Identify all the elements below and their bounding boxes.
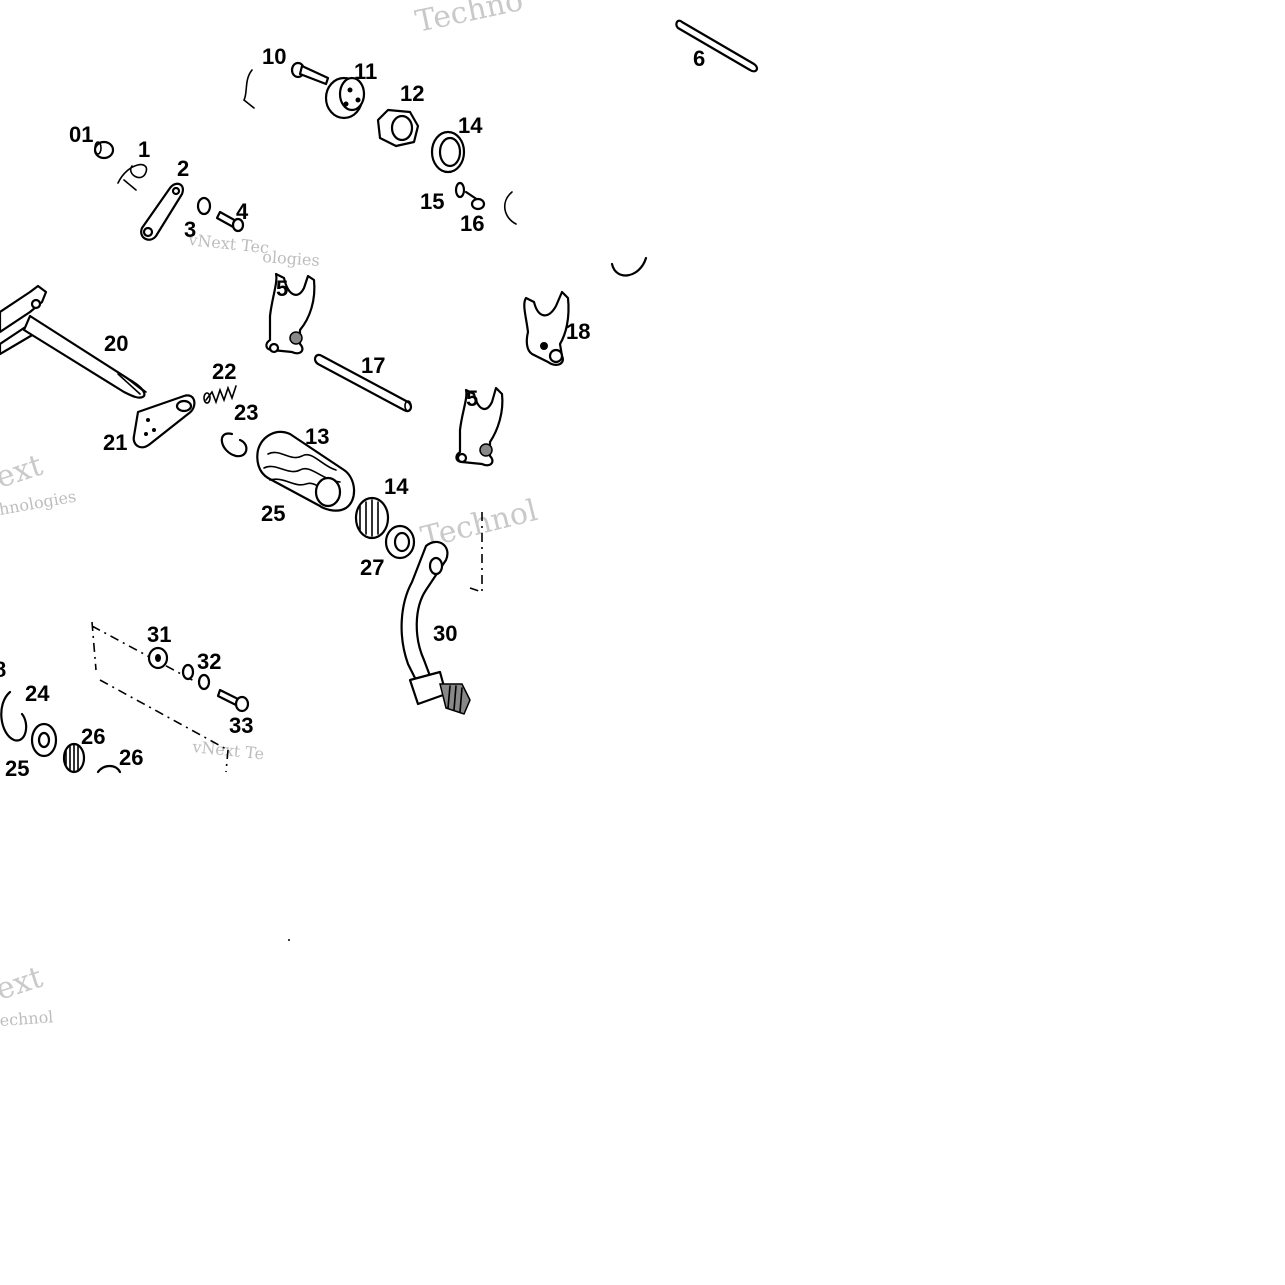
part-drawings — [0, 19, 759, 941]
callout-2: 2 — [177, 156, 189, 181]
callout-13: 13 — [305, 424, 329, 449]
callout-5-lower: 5 — [466, 386, 478, 411]
part-21-lever-plate — [132, 394, 196, 449]
callout-25-lower: 25 — [5, 756, 29, 781]
part-01-cap — [93, 140, 115, 160]
part-20-shift-shaft — [0, 284, 147, 399]
callout-labels: 01 1 2 3 4 5 5 6 10 11 12 13 14 14 15 16… — [0, 44, 705, 781]
part-11-shift-star — [324, 76, 366, 120]
callout-25-drum: 25 — [261, 501, 285, 526]
callout-5-upper: 5 — [276, 276, 288, 301]
callout-30: 30 — [433, 621, 457, 646]
part-16-bolt — [464, 190, 486, 211]
callout-33: 33 — [229, 713, 253, 738]
part-14-needle-bearing — [354, 496, 390, 540]
part-31-washer — [147, 646, 169, 670]
callout-1: 1 — [138, 137, 150, 162]
stray-dot — [288, 939, 290, 941]
part-32-o-rings — [181, 663, 211, 691]
callout-15: 15 — [420, 189, 444, 214]
callout-14-lower: 14 — [384, 474, 409, 499]
callout-21: 21 — [103, 430, 127, 455]
callout-11: 11 — [354, 59, 377, 84]
watermark-text: vNext Tec — [187, 230, 270, 257]
callout-3: 3 — [184, 217, 196, 242]
part-2-link — [140, 182, 184, 241]
part-12-locator — [376, 108, 420, 148]
part-18-shift-fork — [523, 290, 570, 366]
part-5-shift-fork-upper — [265, 272, 316, 355]
dashed-group-box — [91, 621, 229, 773]
callout-17: 17 — [361, 353, 385, 378]
part-24-clip — [0, 690, 28, 742]
part-3-washer — [196, 196, 212, 216]
part-30-shift-lever — [400, 540, 471, 715]
part-26-needle-bearing — [96, 764, 122, 774]
callout-31: 31 — [147, 622, 171, 647]
callout-01: 01 — [69, 122, 93, 147]
watermark-text: ologies — [262, 247, 321, 270]
watermark-text: echnol — [0, 1007, 54, 1030]
callout-26-a: 26 — [81, 724, 105, 749]
callout-27: 27 — [360, 555, 384, 580]
watermark-text: Techno — [412, 0, 526, 40]
callout-4: 4 — [236, 199, 249, 224]
callout-26-b: 26 — [119, 745, 143, 770]
part-4-bolt — [215, 210, 245, 233]
callout-16: 16 — [460, 211, 484, 236]
callout-24: 24 — [25, 681, 50, 706]
part-15-washer — [454, 181, 466, 199]
callout-6: 6 — [693, 46, 705, 71]
part-5-shift-fork-lower — [455, 386, 504, 467]
part-26-needle-bearing — [62, 742, 86, 774]
part-17-fork-rail — [313, 353, 413, 413]
callout-12: 12 — [400, 81, 424, 106]
part-ring-fragment — [610, 256, 648, 277]
callout-8: 8 — [0, 657, 6, 682]
watermark-text: ext — [0, 960, 47, 1008]
part-33-bolt — [216, 688, 250, 713]
part-clip-fragment — [504, 191, 517, 225]
callout-14-top: 14 — [458, 113, 483, 138]
part-6-shaft — [675, 19, 759, 73]
callout-32: 32 — [197, 649, 221, 674]
callout-22: 22 — [212, 359, 236, 384]
part-13-shift-drum — [256, 430, 356, 512]
part-14-bearing-ring — [430, 130, 466, 174]
part-1-spring — [117, 163, 148, 191]
part-23-circlip — [220, 432, 248, 458]
callout-18: 18 — [566, 319, 590, 344]
part-22-spring — [203, 385, 237, 405]
watermark-text: ext — [0, 448, 47, 496]
callout-23: 23 — [234, 400, 258, 425]
dashed-guide-line — [469, 512, 483, 594]
callout-20: 20 — [104, 331, 128, 356]
part-25-washer — [30, 722, 58, 758]
part-10-bolt — [290, 61, 330, 86]
part-bracket — [242, 69, 255, 109]
callout-10: 10 — [262, 44, 286, 69]
part-27-bearing — [384, 524, 416, 560]
